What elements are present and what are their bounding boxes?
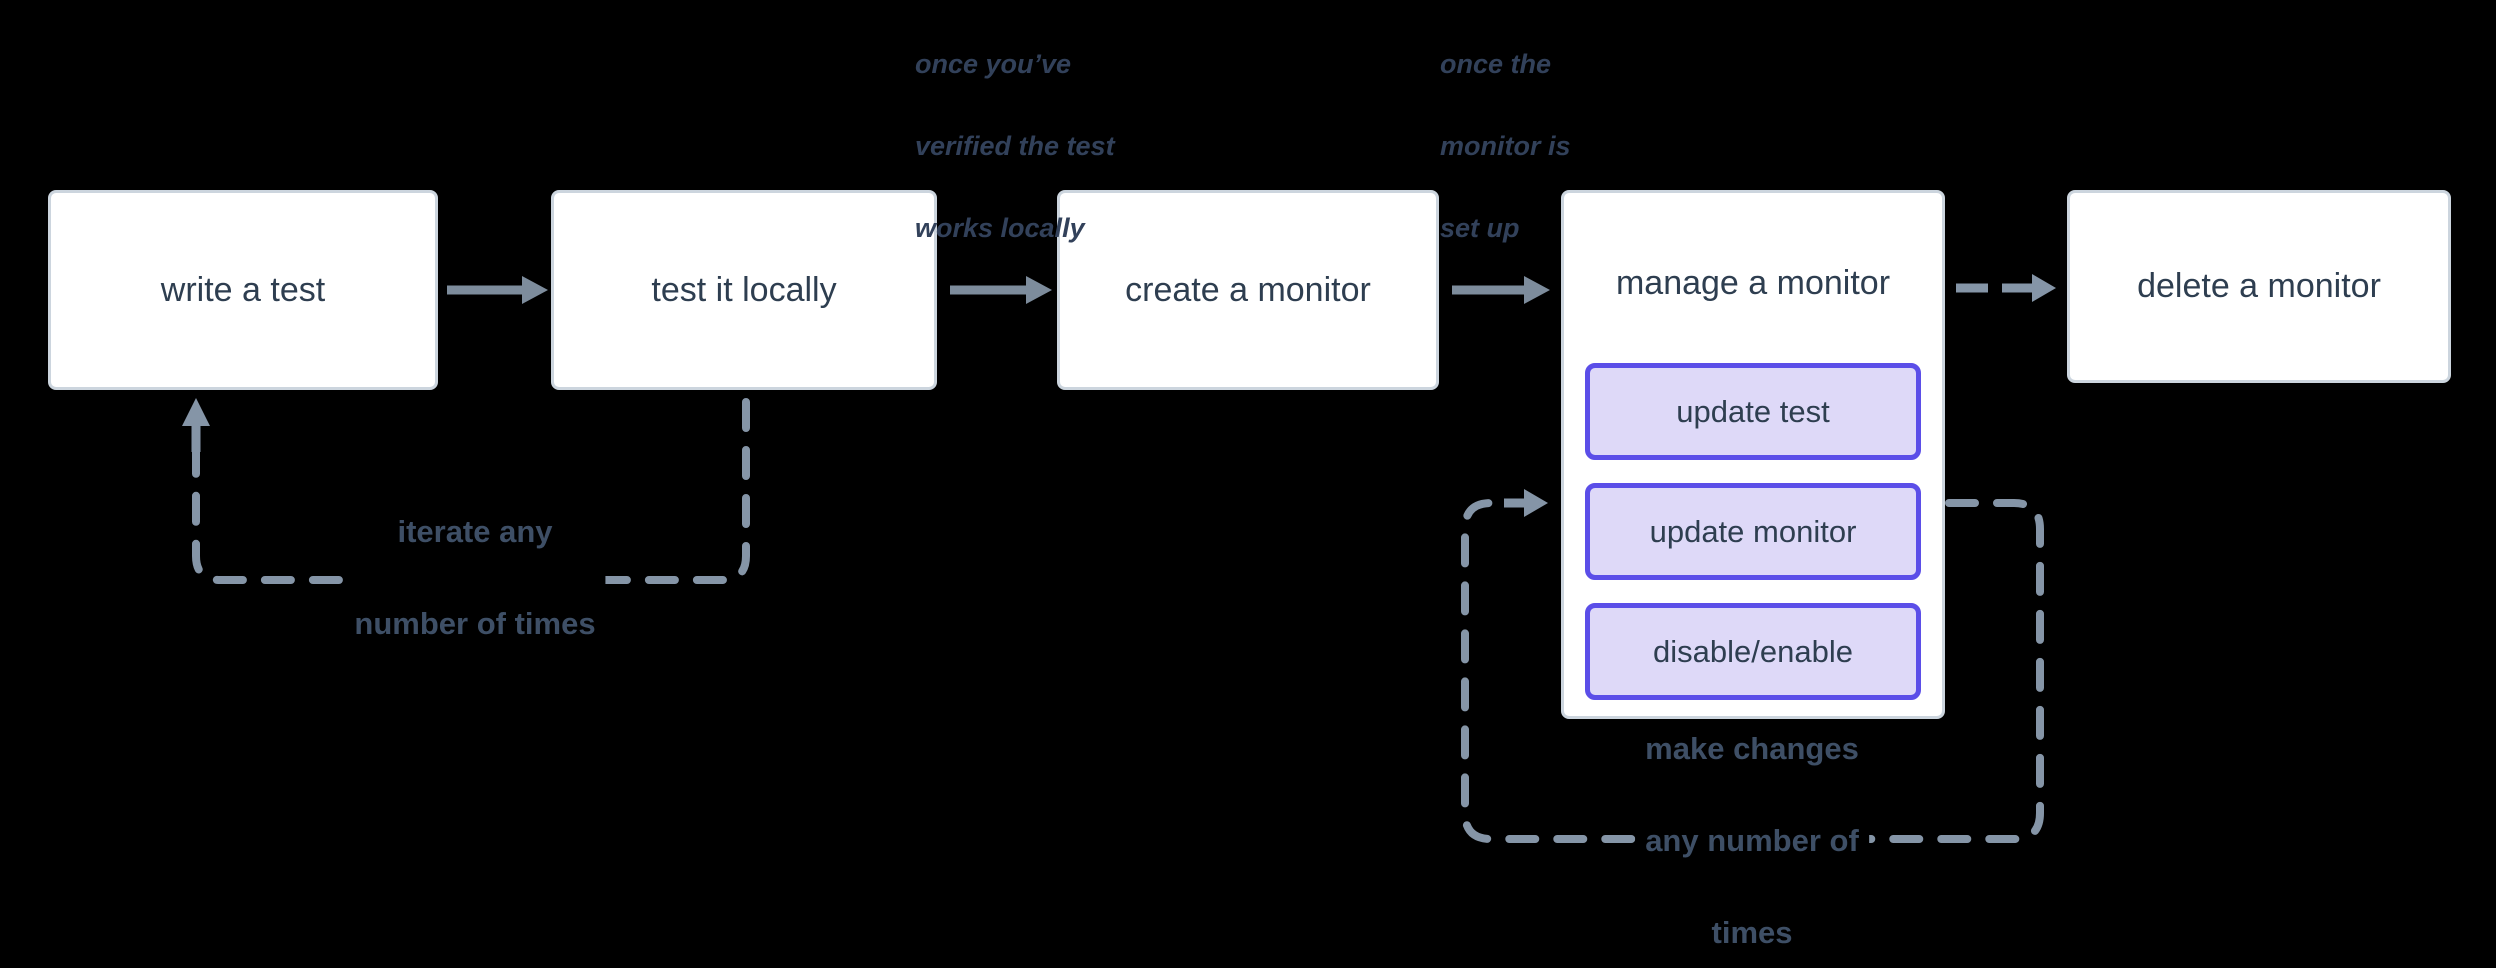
action-label: update test [1676,393,1830,429]
arrow-test-to-create-icon [950,276,1052,304]
action-label: disable/enable [1653,633,1853,669]
node-create-a-monitor: create a monitor [1057,190,1439,390]
note-make-changes-loop: make changes any number of times [1635,724,1869,958]
node-label: write a test [160,270,326,309]
node-manage-a-monitor: manage a monitor update test update moni… [1561,190,1945,719]
note-once-verified: once you’ve verified the test works loca… [915,49,1115,243]
arrow-manage-to-delete-icon [1956,274,2056,302]
action-update-test: update test [1585,363,1921,460]
node-label: create a monitor [1125,270,1371,309]
node-test-it-locally: test it locally [551,190,937,390]
note-once-set-up: once the monitor is set up [1440,49,1571,243]
action-update-monitor: update monitor [1585,483,1921,580]
node-write-a-test: write a test [48,190,438,390]
node-label: manage a monitor [1615,264,1891,302]
note-iterate-loop: iterate any number of times [344,507,606,649]
arrow-create-to-manage-icon [1452,276,1550,304]
node-label: delete a monitor [2137,267,2381,305]
action-disable-enable: disable/enable [1585,603,1921,700]
arrow-write-to-test-icon [447,276,548,304]
node-delete-a-monitor: delete a monitor [2067,190,2451,383]
node-label: test it locally [651,270,837,309]
action-label: update monitor [1649,513,1857,549]
